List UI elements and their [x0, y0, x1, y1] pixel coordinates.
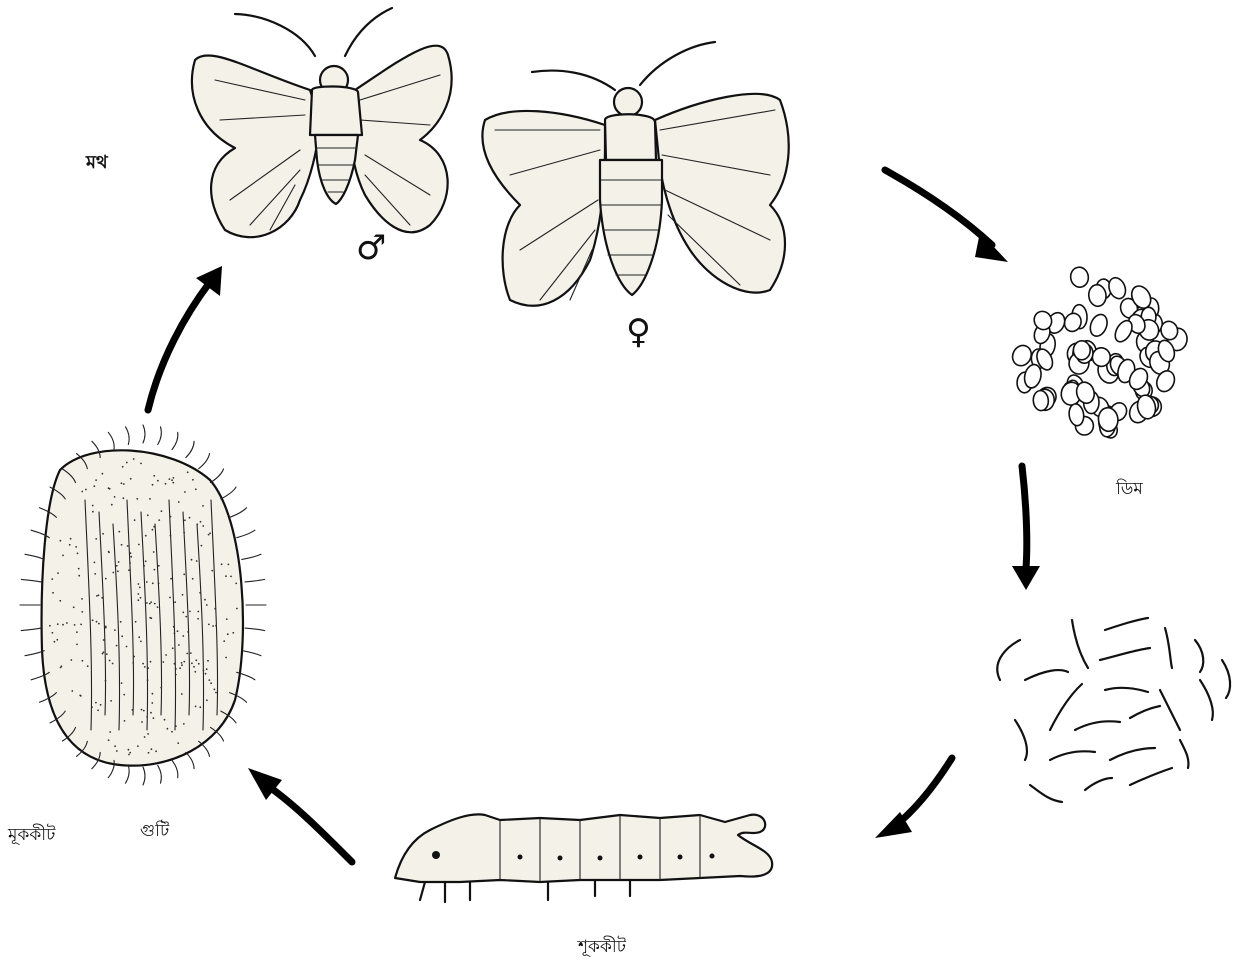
- egg: [1073, 341, 1090, 360]
- arrow-egg-to-young-larvae: [1022, 466, 1027, 568]
- label-cocoon: গুটি: [140, 818, 169, 846]
- egg: [1091, 347, 1111, 367]
- arrow-larva-to-cocoon: [268, 786, 352, 862]
- label-larva: শূককীট: [578, 934, 626, 962]
- label-moth: মথ: [86, 148, 108, 179]
- female-moth: [482, 42, 788, 306]
- male-thorax: [310, 86, 362, 135]
- larva: [395, 814, 772, 902]
- label-pupa: মূককীট: [8, 822, 55, 850]
- male-abdomen: [315, 135, 358, 204]
- egg: [1068, 403, 1085, 427]
- male-antenna-right: [345, 8, 392, 56]
- female-head: [614, 88, 642, 116]
- cocoon-body: [42, 450, 243, 765]
- larva-body: [395, 814, 772, 882]
- cycle-arrows: [148, 170, 1040, 862]
- egg: [1087, 312, 1110, 339]
- arrow-cocoon-to-moth: [148, 282, 210, 410]
- female-antenna-left: [532, 71, 615, 90]
- male-wing-right: [350, 46, 452, 233]
- arrow-young-larvae-to-larva: [895, 758, 952, 826]
- male-wing-left: [192, 55, 320, 237]
- male-moth: [192, 8, 452, 237]
- egg: [1069, 266, 1090, 289]
- female-thorax: [605, 114, 656, 160]
- male-antenna-left: [235, 14, 315, 56]
- larva-eye: [432, 851, 440, 859]
- egg-cluster: [1009, 266, 1188, 441]
- label-female: ♀: [626, 312, 651, 352]
- female-antenna-right: [640, 42, 715, 85]
- female-wing-right: [655, 94, 789, 293]
- egg: [1106, 275, 1129, 301]
- young-larvae-group: [997, 618, 1230, 802]
- label-egg: ডিম: [1116, 476, 1143, 504]
- female-wing-left: [482, 111, 605, 306]
- arrow-moth-to-egg: [885, 170, 992, 245]
- cocoon: [20, 425, 266, 785]
- label-male: ♂: [356, 228, 386, 268]
